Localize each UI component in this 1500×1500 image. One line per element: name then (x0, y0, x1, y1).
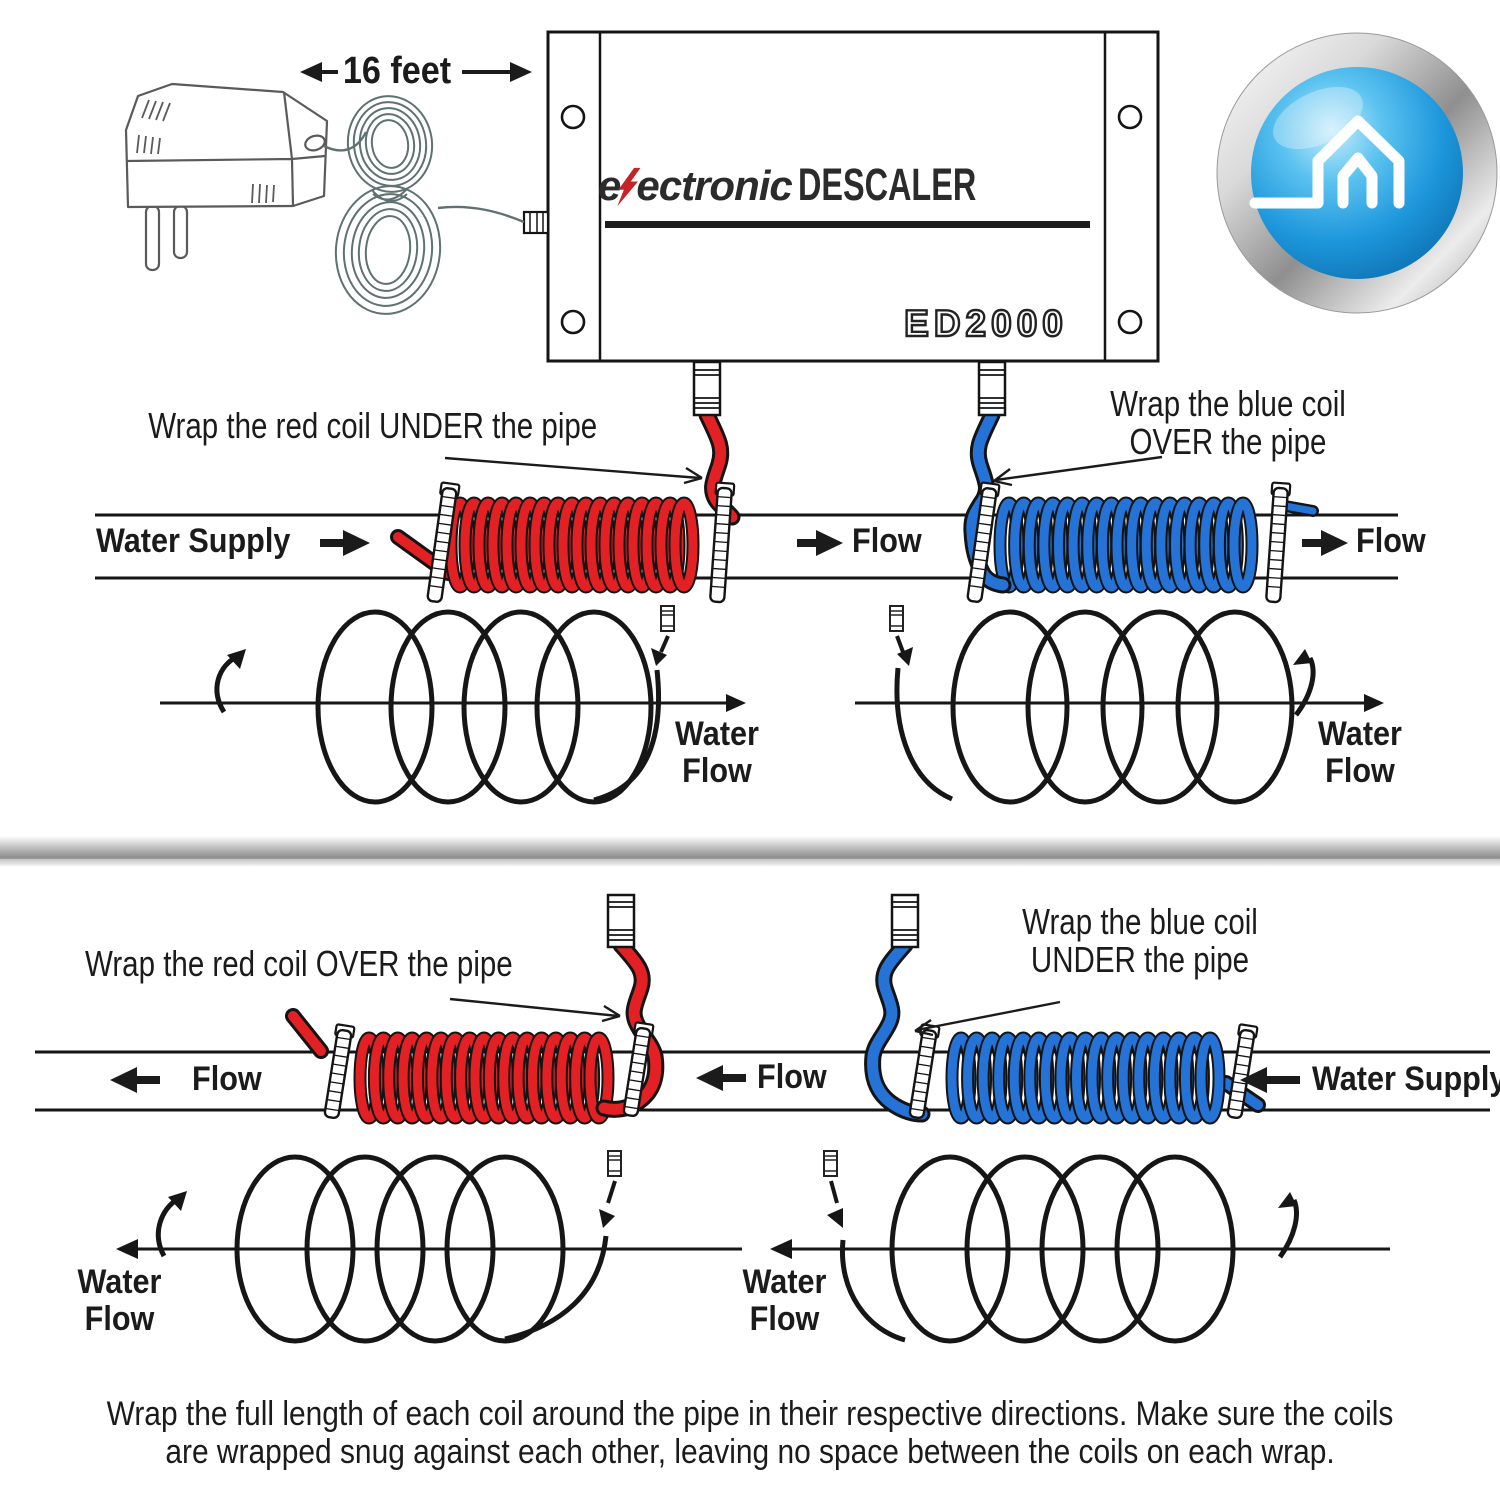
coil-end-connector-icon (660, 605, 675, 632)
brand-underline (605, 221, 1090, 228)
blue-coil-bottom (945, 1031, 1226, 1125)
coil-end-connector-icon (823, 1150, 838, 1177)
footer-instruction-line2: are wrapped snug against each other, lea… (165, 1433, 1335, 1471)
mounting-hole (560, 104, 586, 130)
plug-prong (144, 204, 161, 272)
annotation-arrows (444, 455, 1163, 1037)
instruction-bottom-red: Wrap the red coil OVER the pipe (85, 943, 513, 984)
flow-label-bottom-mid: Flow (757, 1058, 827, 1096)
coil-end-connector-icon (607, 1150, 622, 1177)
red-coil-top (444, 496, 700, 594)
power-inlet-plug (522, 210, 550, 235)
length-arrows (300, 62, 532, 82)
instruction-top-blue: Wrap the blue coil OVER the pipe (1110, 383, 1346, 462)
spiral-bottom-left (116, 1150, 742, 1344)
connector-red-bottom (606, 893, 636, 949)
red-coil-bottom (353, 1031, 615, 1125)
spiral-top-left (160, 605, 746, 805)
spiral-bottom-right (770, 1150, 1390, 1344)
flow-label-top-right: Flow (1356, 522, 1426, 560)
footer-instruction-line1: Wrap the full length of each coil around… (106, 1395, 1394, 1433)
connector-blue-top (977, 360, 1007, 417)
adapter-cord-coil (323, 95, 525, 315)
descaler-unit (522, 30, 1160, 363)
flow-arrows (110, 530, 1348, 1093)
coil-end-connector-icon (889, 605, 904, 632)
section-divider (0, 836, 1500, 866)
vent-lines (136, 99, 275, 204)
connector-blue-bottom (890, 893, 920, 949)
coil-tails (285, 500, 1319, 1113)
cord-length-label: 16 feet (342, 50, 452, 92)
cord-nub (304, 134, 326, 152)
blue-coil-top (993, 496, 1259, 594)
plug-prong (172, 204, 189, 260)
house-icon (1249, 115, 1405, 209)
mounting-hole (1117, 104, 1143, 130)
flow-label-top-mid: Flow (852, 522, 922, 560)
water-supply-label-bottom: Water Supply (1312, 1060, 1500, 1098)
flow-label-bottom-left: Flow (192, 1060, 262, 1098)
brand-descaler: DESCALER (797, 159, 976, 210)
lightning-bolt-icon (617, 167, 641, 207)
spiral-top-right (855, 605, 1384, 805)
instruction-bottom-blue: Wrap the blue coil UNDER the pipe (1022, 901, 1258, 980)
instruction-top-red: Wrap the red coil UNDER the pipe (148, 405, 598, 446)
water-supply-label-top: Water Supply (96, 522, 291, 560)
model-number: ED2000 (903, 302, 1068, 345)
cable-connectors (606, 360, 1007, 949)
brand-logo-badge (1216, 32, 1498, 314)
mounting-hole (560, 309, 586, 335)
power-adapter (124, 82, 329, 272)
connector-red-top (692, 360, 722, 417)
mounting-hole (1117, 309, 1143, 335)
